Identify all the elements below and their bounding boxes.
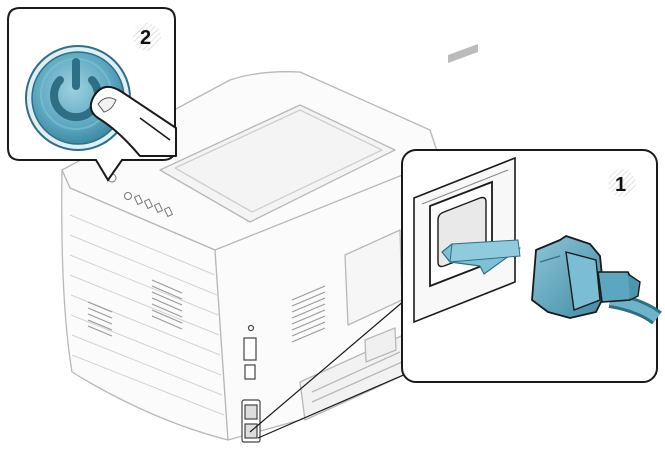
port-indicator-icon xyxy=(247,324,255,332)
callout-step-2: 2 xyxy=(7,7,177,182)
callout-leaders xyxy=(249,299,416,439)
vent-rear xyxy=(291,285,326,343)
step-2-number: 2 xyxy=(140,27,151,49)
step-1-number: 1 xyxy=(615,174,626,196)
vent-left xyxy=(87,279,183,337)
usb-port xyxy=(243,337,257,361)
pressing-finger-icon xyxy=(89,85,177,157)
callout-step-1: 1 xyxy=(401,44,662,383)
step-2-badge xyxy=(133,23,161,51)
network-port xyxy=(244,364,256,380)
control-panel xyxy=(107,173,174,218)
panel-button-cancel[interactable] xyxy=(124,192,132,200)
power-cord-plug-icon xyxy=(531,235,662,325)
step-1-badge xyxy=(608,169,636,197)
